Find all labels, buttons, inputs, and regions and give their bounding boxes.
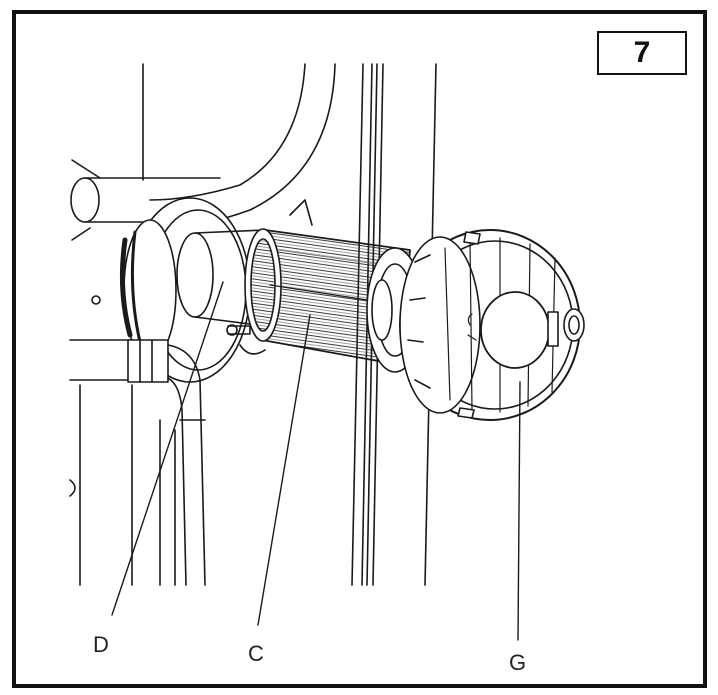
callout-d: D: [93, 632, 109, 657]
leader-line-c: [257, 314, 311, 626]
callout-g: G: [509, 650, 527, 675]
end-cap: [399, 229, 585, 421]
leader-line-g: [517, 381, 521, 641]
leader-lines: [111, 281, 521, 641]
left-pipe: [70, 159, 221, 241]
lower-pipework: [69, 339, 206, 586]
inner-tube: [176, 229, 266, 327]
callout-c: C: [248, 641, 264, 666]
figure-number: 7: [633, 36, 651, 69]
figure-number-box: 7: [597, 31, 687, 75]
leader-line-d: [111, 281, 224, 616]
